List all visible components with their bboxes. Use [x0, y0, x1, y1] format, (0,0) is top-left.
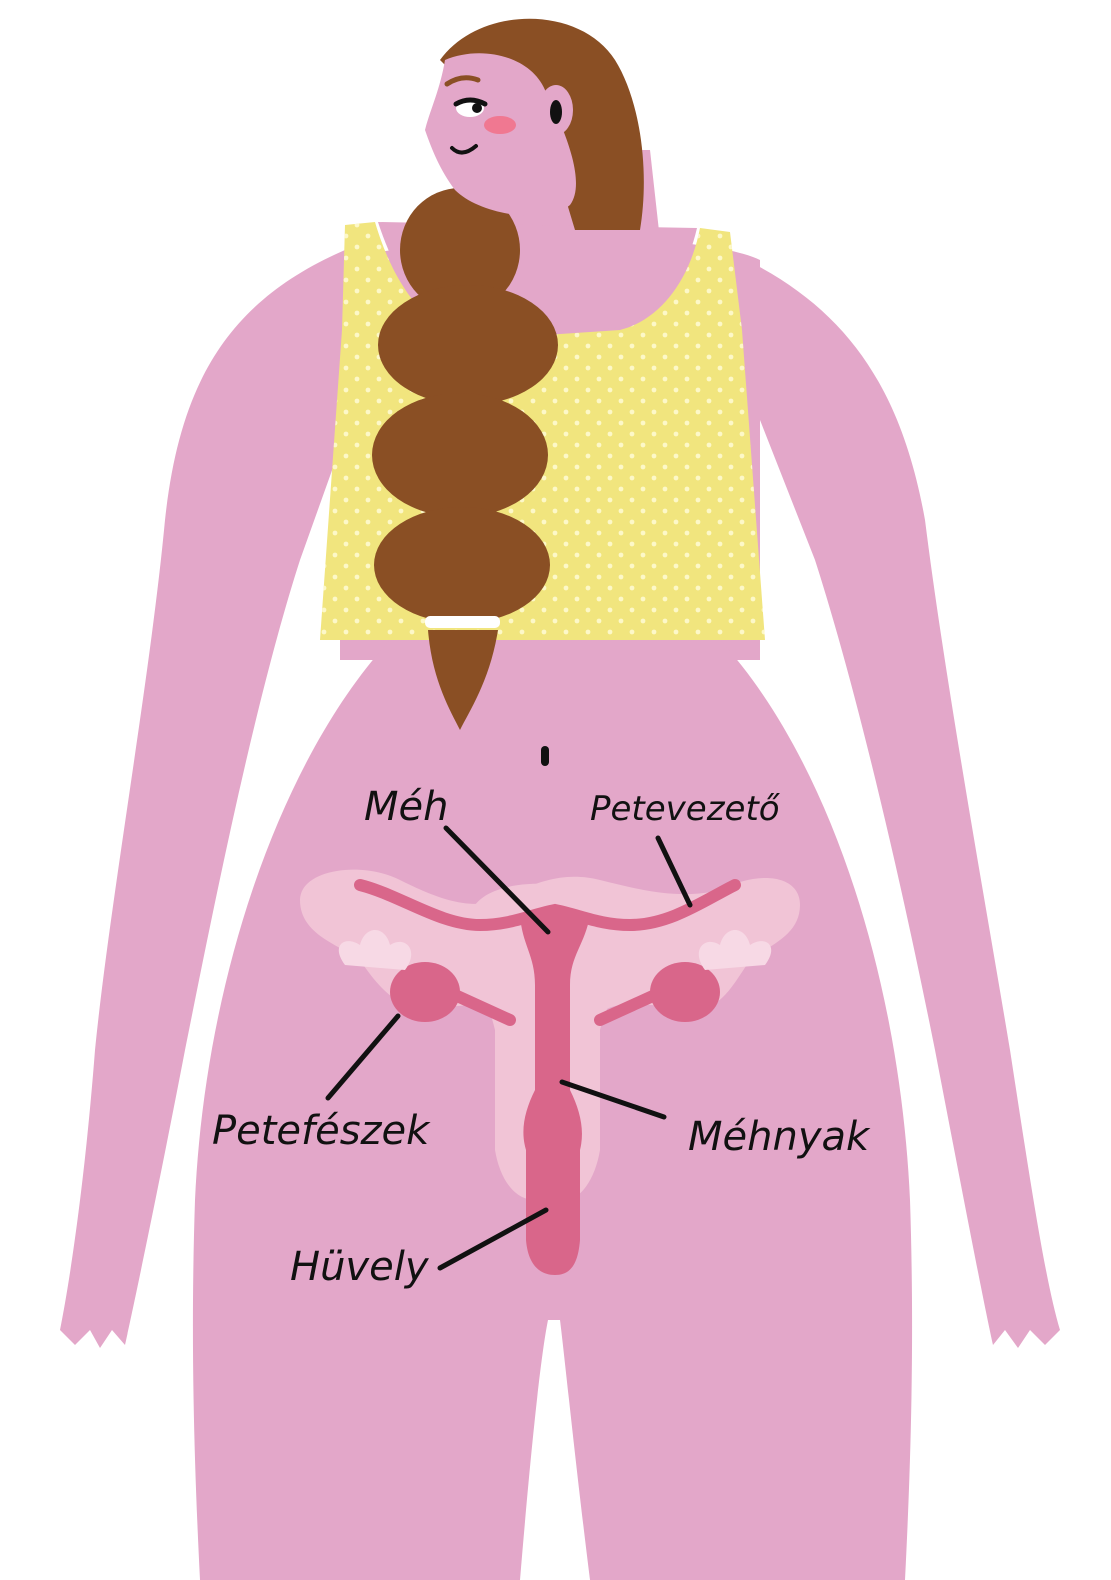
ovary-right	[650, 962, 720, 1022]
hair-tie	[425, 616, 500, 628]
ovary-left	[390, 962, 460, 1022]
ear-inner	[550, 100, 562, 124]
pupil	[472, 103, 482, 113]
label-fallopian-tube: Petevezető	[590, 789, 781, 829]
label-vagina: Hüvely	[290, 1244, 430, 1290]
label-uterus: Méh	[364, 784, 448, 830]
label-cervix: Méhnyak	[688, 1114, 871, 1160]
cheek	[484, 116, 516, 134]
label-ovary: Petefészek	[212, 1108, 431, 1154]
navel	[541, 746, 549, 766]
